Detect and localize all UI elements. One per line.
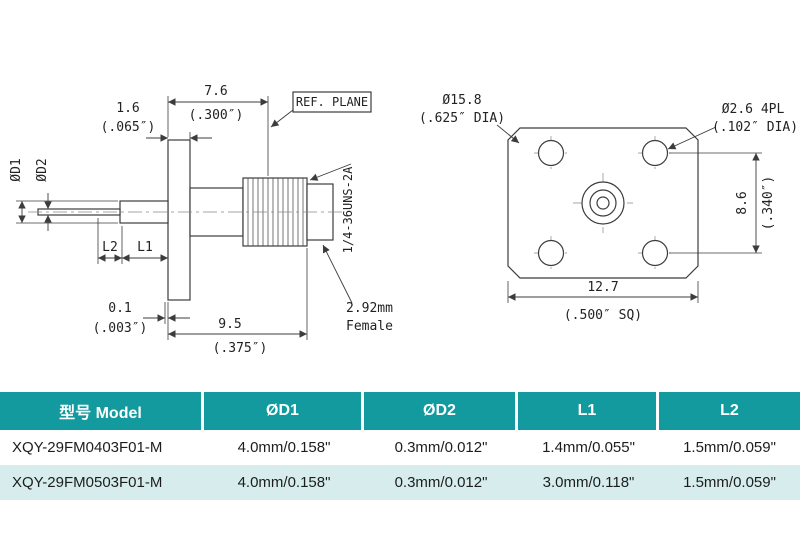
cell-model: XQY-29FM0503F01-M bbox=[12, 474, 163, 491]
spec-table: 型号 Model ØD1 ØD2 L1 L2 XQY-29FM0403F01-M… bbox=[0, 392, 800, 500]
dia-2-6-inch-label: (.102″ DIA) bbox=[712, 120, 798, 135]
connector-drawing-svg: 7.6 (.300″) 1.6 (.065″) REF. PLANE ØD1 Ø… bbox=[9, 84, 798, 356]
dim-l2-label: L2 bbox=[102, 240, 118, 255]
technical-drawing: 7.6 (.300″) 1.6 (.065″) REF. PLANE ØD1 Ø… bbox=[9, 84, 799, 356]
dim-d2-label: ØD2 bbox=[35, 158, 50, 181]
dim-12-7-inch-label: (.500″ SQ) bbox=[564, 308, 642, 323]
dim-0-1-inch-label: (.003″) bbox=[93, 321, 148, 336]
dim-0-1-label: 0.1 bbox=[108, 301, 131, 316]
table-row: XQY-29FM0503F01-M 4.0mm/0.158" 0.3mm/0.0… bbox=[0, 465, 800, 500]
dim-1-6-inch-label: (.065″) bbox=[101, 120, 156, 135]
dim-8-6-inch-label: (.340″) bbox=[761, 176, 776, 231]
dim-7-6-inch-label: (.300″) bbox=[189, 108, 244, 123]
dim-9-5-inch-label: (.375″) bbox=[213, 341, 268, 356]
cell-d2: 0.3mm/0.012" bbox=[394, 439, 488, 456]
interface-type-label: 2.92mm bbox=[346, 301, 393, 316]
cell-l2: 1.5mm/0.059" bbox=[683, 474, 776, 491]
dim-1-6-label: 1.6 bbox=[116, 101, 139, 116]
side-view-dimensions: 7.6 (.300″) 1.6 (.065″) REF. PLANE ØD1 Ø… bbox=[9, 84, 393, 356]
dim-8-6-label: 8.6 bbox=[735, 191, 750, 214]
cell-d2: 0.3mm/0.012" bbox=[394, 474, 488, 491]
interface-gender-label: Female bbox=[346, 319, 393, 334]
mounting-hole bbox=[537, 139, 565, 167]
dim-12-7-label: 12.7 bbox=[587, 280, 618, 295]
dim-7-6-label: 7.6 bbox=[204, 84, 227, 99]
center-contact-circle bbox=[596, 196, 610, 210]
dia-15-8-label: Ø15.8 bbox=[442, 93, 481, 108]
table-row: XQY-29FM0403F01-M 4.0mm/0.158" 0.3mm/0.0… bbox=[0, 430, 800, 465]
front-view-dimensions: Ø15.8 (.625″ DIA) Ø2.6 4PL (.102″ DIA) 8… bbox=[419, 93, 798, 323]
header-d1: ØD1 bbox=[204, 392, 364, 430]
cell-d1: 4.0mm/0.158" bbox=[237, 439, 331, 456]
ref-plane-label: REF. PLANE bbox=[296, 95, 368, 109]
thread-spec-label: 1/4-36UNS-2A bbox=[341, 166, 355, 253]
dia-15-8-inch-label: (.625″ DIA) bbox=[419, 111, 505, 126]
dielectric-circle bbox=[589, 189, 617, 217]
cell-l1: 1.4mm/0.055" bbox=[542, 439, 635, 456]
header-d2: ØD2 bbox=[364, 392, 518, 430]
front-view: Ø15.8 (.625″ DIA) Ø2.6 4PL (.102″ DIA) 8… bbox=[419, 93, 798, 323]
header-l2: L2 bbox=[659, 392, 800, 430]
cell-d1: 4.0mm/0.158" bbox=[237, 474, 331, 491]
flange-side-outline bbox=[167, 139, 191, 301]
cell-l2: 1.5mm/0.059" bbox=[683, 439, 776, 456]
header-model: 型号 Model bbox=[0, 392, 204, 430]
dim-l1-label: L1 bbox=[137, 240, 153, 255]
dim-9-5-label: 9.5 bbox=[218, 317, 241, 332]
mounting-hole bbox=[537, 239, 565, 267]
center-boss-circle bbox=[581, 181, 625, 225]
front-view-geometry bbox=[507, 127, 699, 279]
cell-model: XQY-29FM0403F01-M bbox=[12, 439, 163, 456]
header-l1: L1 bbox=[518, 392, 659, 430]
side-view: 7.6 (.300″) 1.6 (.065″) REF. PLANE ØD1 Ø… bbox=[9, 84, 393, 356]
cell-l1: 3.0mm/0.118" bbox=[542, 474, 635, 491]
mounting-hole bbox=[641, 239, 669, 267]
table-header-row: 型号 Model ØD1 ØD2 L1 L2 bbox=[0, 392, 800, 430]
side-view-geometry bbox=[28, 139, 345, 301]
dim-d1-label: ØD1 bbox=[9, 158, 24, 181]
ref-plane-box bbox=[292, 91, 372, 113]
mounting-hole bbox=[641, 139, 669, 167]
dia-2-6-label: Ø2.6 4PL bbox=[722, 102, 785, 117]
